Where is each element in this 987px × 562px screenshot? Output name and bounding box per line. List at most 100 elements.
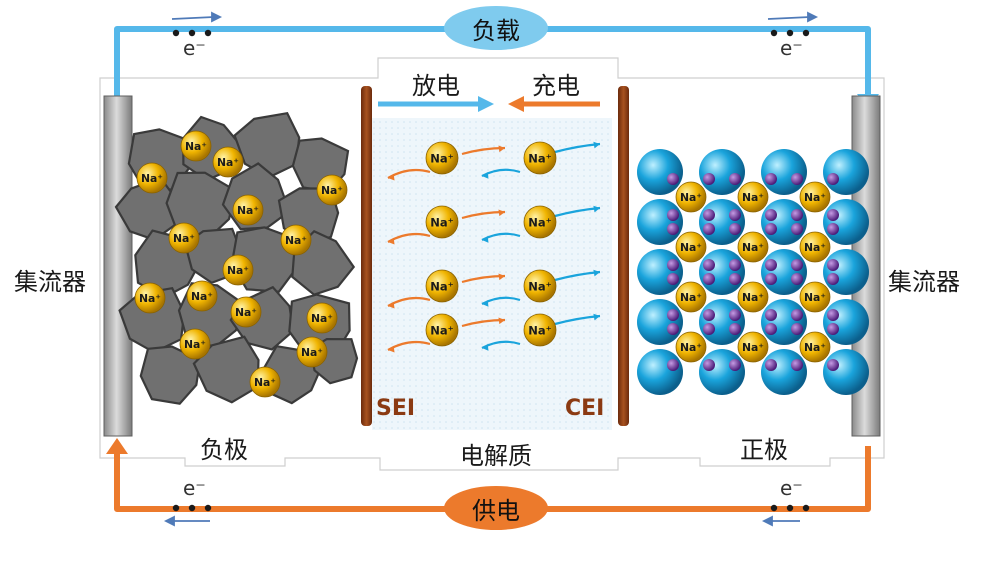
cei-label: CEI bbox=[565, 396, 605, 421]
svg-text:Na⁺: Na⁺ bbox=[430, 215, 453, 229]
cathode-small-sphere bbox=[667, 273, 679, 285]
cathode-small-sphere bbox=[827, 273, 839, 285]
cathode-small-sphere bbox=[791, 223, 803, 235]
cathode-small-sphere bbox=[765, 223, 777, 235]
electrolyte-region bbox=[372, 118, 612, 430]
cathode-sphere bbox=[699, 249, 745, 295]
flow-arrow-icon bbox=[388, 237, 395, 245]
svg-text:Na⁺: Na⁺ bbox=[217, 156, 239, 169]
na-ion-sphere-icon: Na⁺ bbox=[179, 328, 211, 360]
na-ion-sphere-icon: Na⁺ bbox=[249, 366, 281, 398]
cathode-small-sphere bbox=[765, 173, 777, 185]
na-ion-sphere-icon: Na⁺ bbox=[425, 141, 459, 175]
cathode-small-sphere bbox=[729, 359, 741, 371]
electron-dots bbox=[172, 29, 810, 512]
svg-text:Na⁺: Na⁺ bbox=[430, 151, 453, 165]
na-ion-sphere-icon: Na⁺ bbox=[523, 269, 557, 303]
na-ion-sphere-icon: Na⁺ bbox=[425, 313, 459, 347]
svg-text:Na⁺: Na⁺ bbox=[191, 290, 213, 303]
cathode-small-sphere bbox=[667, 223, 679, 235]
flow-arrow-icon bbox=[388, 345, 395, 353]
collector-left-label: 集流器 bbox=[14, 268, 86, 296]
na-ion-sphere-icon: Na⁺ bbox=[737, 331, 769, 363]
cathode-small-sphere bbox=[791, 273, 803, 285]
svg-text:Na⁺: Na⁺ bbox=[804, 241, 826, 254]
svg-text:Na⁺: Na⁺ bbox=[173, 232, 195, 245]
svg-text:Na⁺: Na⁺ bbox=[141, 172, 163, 185]
na-ion-sphere-icon: Na⁺ bbox=[186, 280, 218, 312]
cathode-sphere bbox=[823, 299, 869, 345]
svg-text:Na⁺: Na⁺ bbox=[235, 306, 257, 319]
cathode-small-sphere bbox=[765, 359, 777, 371]
cathode-small-sphere bbox=[729, 323, 741, 335]
flow-arrow-icon bbox=[482, 236, 489, 243]
charge-label: 充电 bbox=[532, 72, 580, 100]
flow-arrow-icon bbox=[498, 209, 505, 217]
flow-arrow-icon bbox=[498, 145, 505, 153]
anode-label: 负极 bbox=[200, 436, 248, 464]
svg-text:Na⁺: Na⁺ bbox=[528, 279, 551, 293]
cathode-small-sphere bbox=[791, 359, 803, 371]
cathode-sphere bbox=[761, 149, 807, 195]
supply-oval: 供电 bbox=[444, 486, 548, 530]
flow-arrow-icon bbox=[482, 300, 489, 307]
cathode-small-sphere bbox=[667, 309, 679, 321]
svg-text:Na⁺: Na⁺ bbox=[321, 184, 343, 197]
cathode-sphere bbox=[637, 299, 683, 345]
cathode-small-sphere bbox=[765, 259, 777, 271]
na-ion-sphere-icon: Na⁺ bbox=[523, 313, 557, 347]
supply-label: 供电 bbox=[472, 496, 520, 525]
cathode-small-sphere bbox=[765, 273, 777, 285]
cathode-sphere bbox=[823, 149, 869, 195]
flow-arrow-icon bbox=[593, 141, 600, 149]
cathode-small-sphere bbox=[667, 359, 679, 371]
cathode-small-sphere bbox=[827, 359, 839, 371]
flow-arrow-icon bbox=[482, 172, 489, 179]
cathode-small-sphere bbox=[667, 323, 679, 335]
svg-text:Na⁺: Na⁺ bbox=[804, 341, 826, 354]
cathode-small-sphere bbox=[827, 309, 839, 321]
cathode-sphere bbox=[761, 299, 807, 345]
na-ion-sphere-icon: Na⁺ bbox=[799, 331, 831, 363]
cathode-small-sphere bbox=[703, 323, 715, 335]
na-ion-sphere-icon: Na⁺ bbox=[168, 222, 200, 254]
svg-text:Na⁺: Na⁺ bbox=[742, 191, 764, 204]
svg-text:Na⁺: Na⁺ bbox=[237, 204, 259, 217]
na-ion-sphere-icon: Na⁺ bbox=[737, 231, 769, 263]
na-ion-sphere-icon: Na⁺ bbox=[180, 130, 212, 162]
flow-arrow-icon bbox=[498, 273, 505, 281]
cathode-sphere bbox=[761, 199, 807, 245]
electron-label-bottom-right: e⁻ bbox=[780, 476, 803, 500]
svg-text:Na⁺: Na⁺ bbox=[311, 312, 333, 325]
svg-text:Na⁺: Na⁺ bbox=[742, 291, 764, 304]
sei-label: SEI bbox=[376, 396, 416, 421]
cathode-small-sphere bbox=[703, 309, 715, 321]
na-ion-sphere-icon: Na⁺ bbox=[799, 181, 831, 213]
cathode-small-sphere bbox=[791, 309, 803, 321]
svg-text:Na⁺: Na⁺ bbox=[139, 292, 161, 305]
cathode-sphere bbox=[637, 249, 683, 295]
svg-text:Na⁺: Na⁺ bbox=[528, 215, 551, 229]
svg-text:Na⁺: Na⁺ bbox=[254, 376, 276, 389]
na-ion-sphere-icon: Na⁺ bbox=[675, 281, 707, 313]
na-ion-sphere-icon: Na⁺ bbox=[737, 181, 769, 213]
na-ion-sphere-icon: Na⁺ bbox=[425, 269, 459, 303]
cathode-small-sphere bbox=[765, 309, 777, 321]
cathode-label: 正极 bbox=[740, 436, 788, 464]
svg-text:Na⁺: Na⁺ bbox=[680, 191, 702, 204]
svg-text:Na⁺: Na⁺ bbox=[430, 323, 453, 337]
electrolyte-ions: Na⁺Na⁺Na⁺Na⁺Na⁺Na⁺Na⁺Na⁺ bbox=[387, 141, 601, 353]
na-ion-sphere-icon: Na⁺ bbox=[232, 194, 264, 226]
cathode-small-sphere bbox=[703, 223, 715, 235]
na-ion-sphere-icon: Na⁺ bbox=[296, 336, 328, 368]
na-ion-sphere-icon: Na⁺ bbox=[306, 302, 338, 334]
svg-text:Na⁺: Na⁺ bbox=[301, 346, 323, 359]
cathode-sphere bbox=[761, 349, 807, 395]
na-ion-sphere-icon: Na⁺ bbox=[222, 254, 254, 286]
flow-arrow-icon bbox=[593, 269, 600, 277]
cathode-small-sphere bbox=[729, 173, 741, 185]
na-ion-sphere-icon: Na⁺ bbox=[675, 331, 707, 363]
cathode-small-sphere bbox=[667, 259, 679, 271]
